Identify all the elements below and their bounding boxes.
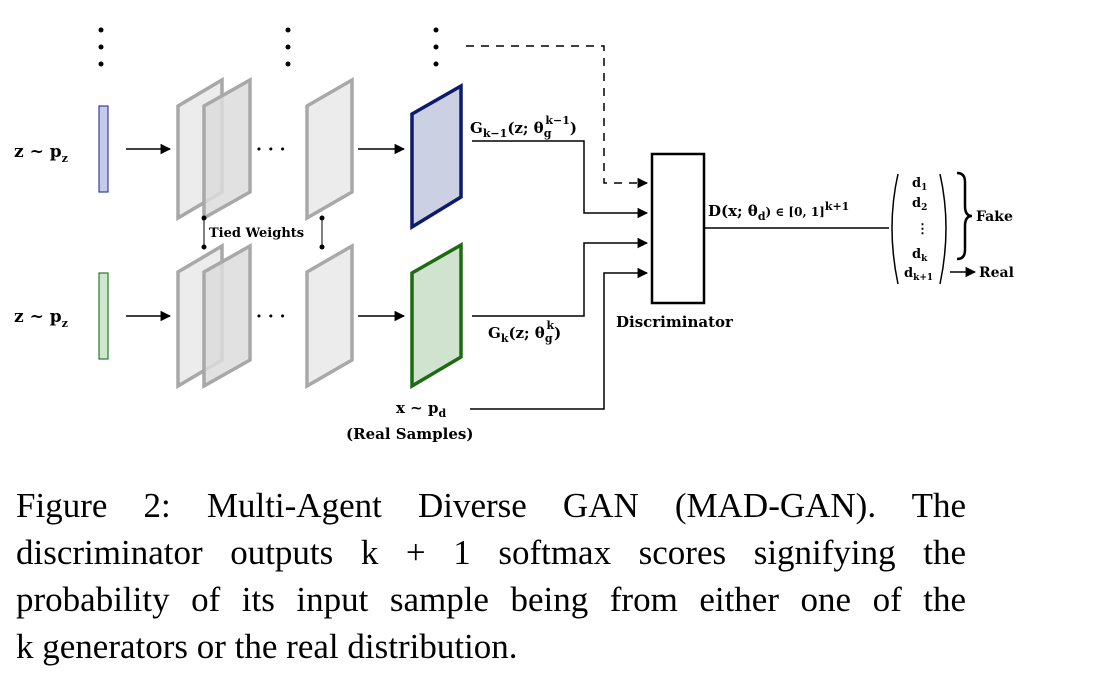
ellipsis-top: · · · xyxy=(256,140,286,160)
vector-item: ⋮ xyxy=(916,222,929,237)
noise-vector-bottom xyxy=(98,272,109,360)
arrow-generator-top-to-discriminator xyxy=(472,140,649,219)
vector-item: dk xyxy=(912,247,928,264)
mad-gan-diagram: z ~ pz · · · Gk−1(z; θgk−1) Tied Weights… xyxy=(14,27,1014,443)
layer-bottom-2 xyxy=(202,243,252,389)
layer-top-3 xyxy=(305,76,354,222)
generator-top-output xyxy=(410,82,463,231)
fake-label: Fake xyxy=(976,209,1013,225)
input-bottom-label: z ~ pz xyxy=(14,307,68,330)
vector-item: d1 xyxy=(912,176,927,193)
layer-bottom-3 xyxy=(305,242,354,390)
vector-left-paren xyxy=(891,173,899,285)
layer-top-2 xyxy=(202,77,252,221)
generator-bottom-output xyxy=(410,241,463,390)
generator-bottom-label: Gk(z; θgk) xyxy=(488,319,561,345)
vector-item: dk+1 xyxy=(904,266,933,283)
arrow-real-to-discriminator xyxy=(470,267,649,410)
ellipsis-bottom: · · · xyxy=(256,307,286,327)
figure-caption: Figure 2: Multi-Agent Diverse GAN (MAD-G… xyxy=(16,482,966,670)
caption-line: k generators or the real distribution. xyxy=(16,627,518,666)
caption-line: Figure 2: Multi-Agent Diverse GAN (MAD-G… xyxy=(16,486,966,525)
noise-vector-top xyxy=(98,105,109,193)
fake-brace xyxy=(956,171,973,261)
vector-right-paren xyxy=(939,173,947,285)
input-top-label: z ~ pz xyxy=(14,142,68,165)
vertical-ellipsis-dots xyxy=(98,27,439,67)
tied-weights-connector xyxy=(201,215,325,250)
real-input-label: x ~ pd xyxy=(396,399,446,420)
caption-line: probability of its input sample being fr… xyxy=(16,580,966,619)
caption-line: discriminator outputs k + 1 softmax scor… xyxy=(16,533,966,572)
discriminator-label: Discriminator xyxy=(616,313,734,331)
arrow-generator-bottom-to-discriminator xyxy=(472,237,649,317)
real-samples-label: (Real Samples) xyxy=(346,425,473,443)
vector-item: d2 xyxy=(912,196,927,213)
discriminator-output-label: D(x; θd) ∈ [0, 1]k+1 xyxy=(708,200,849,223)
tied-weights-label: Tied Weights xyxy=(209,226,304,241)
generator-top-label: Gk−1(z; θgk−1) xyxy=(470,114,577,140)
discriminator-box xyxy=(650,152,706,305)
output-vector: d1 d2 ⋮ dk dk+1 xyxy=(904,176,933,283)
real-label: Real xyxy=(979,265,1014,281)
